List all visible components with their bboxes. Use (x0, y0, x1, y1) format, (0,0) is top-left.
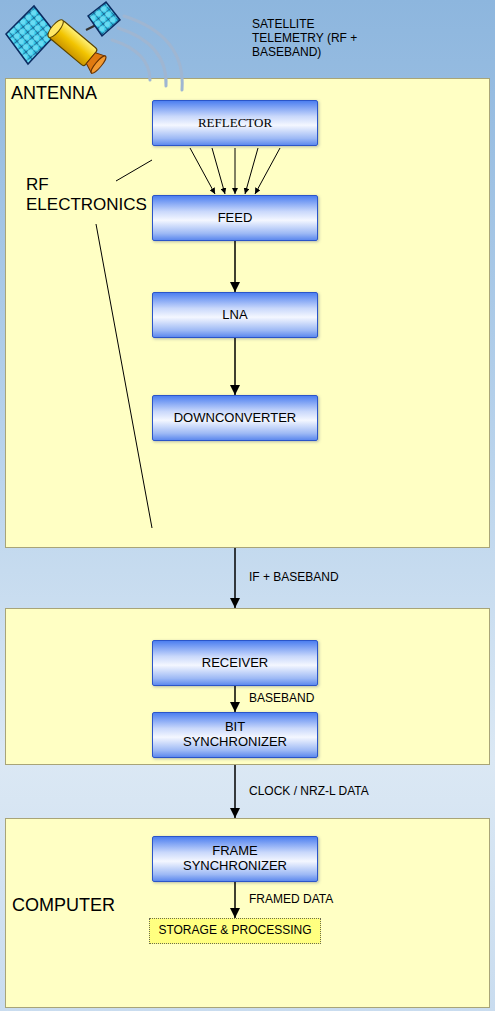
fan-arrow (245, 148, 258, 194)
signal-arrow (235, 338, 236, 395)
fan-arrow (235, 148, 236, 194)
signal-label: CLOCK / NRZ-L DATA (249, 785, 369, 799)
antenna-panel: REFLECTOR FEED LNA DOWNCONVERTER ANTENNA RF E… (5, 78, 490, 548)
edge-label-holder: BASEBAND (249, 692, 314, 706)
arrow-line (234, 241, 236, 292)
solar-panel (88, 2, 120, 36)
process-box: DOWNCONVERTER (152, 395, 318, 441)
telemetry-waves (112, 16, 182, 90)
panel-heading: ANTENNA (11, 83, 97, 104)
arrow-line (234, 686, 236, 712)
signal-label: SATELLITE TELEMETRY (RF + BASEBAND) (252, 18, 370, 59)
fan-arrow (212, 148, 225, 194)
edge-label-holder: FRAMED DATA (249, 893, 333, 907)
process-box: FRAME SYNCHRONIZER (152, 836, 318, 882)
panel-heading: COMPUTER (12, 895, 115, 916)
heading-holder: ANTENNA (11, 83, 97, 104)
heading-holder: COMPUTER (12, 895, 115, 916)
signal-arrow (235, 241, 236, 292)
signal-arrow (190, 148, 280, 194)
bracket-line (116, 160, 152, 181)
box-label: LNA (222, 308, 247, 323)
panel-heading: RF ELECTRONICS (26, 175, 156, 214)
signal-label: BASEBAND (249, 692, 314, 706)
computer-panel: FRAME SYNCHRONIZER STORAGE & PROCESSING CO… (5, 818, 490, 1008)
signal-label: IF + BASEBAND (249, 571, 339, 585)
box-label: FEED (218, 211, 253, 226)
arrow-line (234, 882, 236, 918)
signal-arrow (235, 686, 236, 712)
satellite-body (49, 20, 98, 66)
bracket-line (96, 224, 152, 528)
signal-arrow (235, 548, 236, 608)
arrow-line (234, 338, 236, 395)
box-label: REFLECTOR (198, 116, 272, 131)
process-box: LNA (152, 292, 318, 338)
satellite (6, 2, 120, 75)
antenna-dish (84, 50, 106, 73)
box-label: RECEIVER (202, 656, 268, 671)
signal-arrow (235, 765, 236, 818)
process-box: BIT SYNCHRONIZER (152, 712, 318, 758)
edge-label-holder: CLOCK / NRZ-L DATA (249, 785, 369, 799)
solar-panel (6, 6, 56, 64)
process-box: FEED (152, 195, 318, 241)
box-label: BIT SYNCHRONIZER (179, 720, 291, 750)
label-holder: SATELLITE TELEMETRY (RF + BASEBAND) (252, 18, 370, 59)
receiver-panel: RECEIVER BIT SYNCHRONIZER (5, 608, 490, 765)
box-label: DOWNCONVERTER (174, 411, 297, 426)
fan-arrow (255, 148, 280, 194)
fan-arrow (190, 148, 215, 194)
arrow-line (234, 765, 236, 818)
storage-label: STORAGE & PROCESSING (158, 924, 311, 938)
process-box: REFLECTOR (152, 100, 318, 146)
box-label: FRAME SYNCHRONIZER (179, 844, 291, 874)
heading-holder: RF ELECTRONICS (26, 175, 156, 214)
signal-arrow (235, 882, 236, 918)
edge-label-holder: IF + BASEBAND (249, 571, 339, 585)
arrow-line (234, 548, 236, 608)
storage-box: STORAGE & PROCESSING (149, 918, 321, 944)
process-box: RECEIVER (152, 640, 318, 686)
signal-label: FRAMED DATA (249, 893, 333, 907)
